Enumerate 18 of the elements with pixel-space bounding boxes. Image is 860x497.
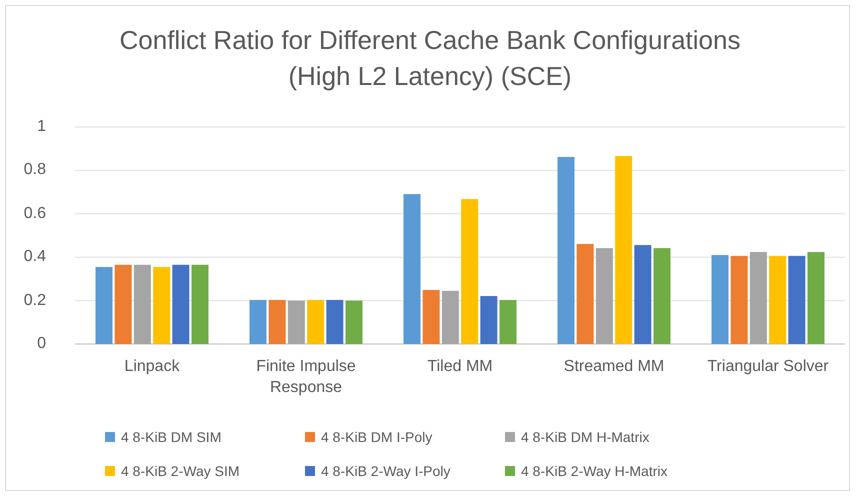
axis-tick-label: 0.2 <box>22 290 46 311</box>
axis-label: Streamed MM <box>562 357 666 377</box>
axis-tick-label: 0.6 <box>22 204 46 224</box>
legend-label: 4 8-KiB 2-Way SIM <box>121 462 240 481</box>
chart-title: Conflict Ratio for Different Cache Bank Configurations (High L2 Latency) (SCE) <box>118 24 742 93</box>
legend-label: 4 8-KiB DM H-Matrix <box>521 428 650 447</box>
legend-label: 4 8-KiB DM I-Poly <box>321 428 432 447</box>
axis-tick-label: 0.4 <box>22 247 46 268</box>
legend-label: 4 8-KiB DM SIM <box>121 428 222 447</box>
axis-label: Finite Impulse Response <box>255 357 357 398</box>
legend-label: 4 8-KiB 2-Way H-Matrix <box>521 462 668 481</box>
axis-label: Linpack <box>123 357 181 377</box>
axis-tick-label: 0.8 <box>22 160 46 180</box>
axis-label: Tiled MM <box>426 357 494 377</box>
axis-label: Triangular Solver <box>706 357 830 377</box>
legend-label: 4 8-KiB 2-Way I-Poly <box>321 462 450 481</box>
axis-tick-label: 1 <box>36 117 46 137</box>
axis-tick-label: 0 <box>36 334 46 354</box>
